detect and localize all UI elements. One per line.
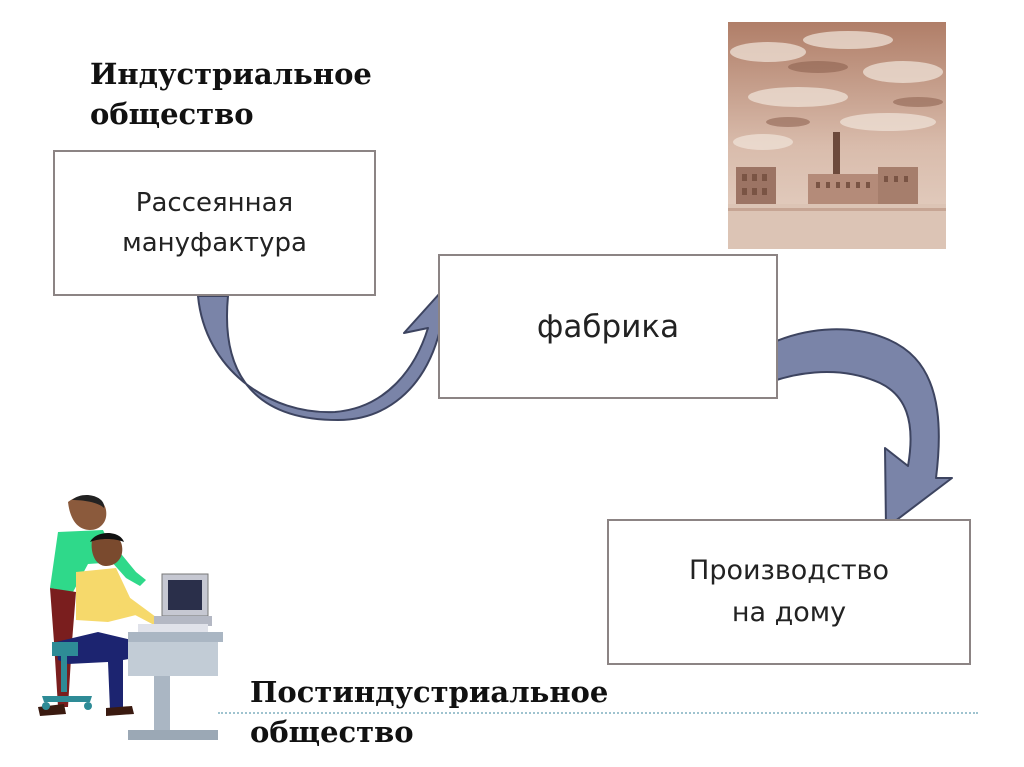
box-factory: фабрика bbox=[438, 254, 778, 399]
heading-industrial-line-2: общество bbox=[90, 97, 254, 132]
factory-label: фабрика bbox=[536, 308, 680, 345]
heading-postindustrial-line-2: общество bbox=[250, 715, 414, 750]
heading-industrial-society: Индустриальное общество bbox=[90, 54, 372, 134]
manufactory-line-1: Рассеянная bbox=[135, 187, 294, 218]
box-scattered-manufactory: Рассеянная мануфактура bbox=[53, 150, 376, 296]
arrow-factory-to-home bbox=[726, 328, 953, 529]
footer-divider bbox=[218, 712, 978, 714]
box-home-production: Производство на дому bbox=[607, 519, 971, 665]
office-workers-clipart bbox=[38, 494, 223, 740]
manufactory-line-2: мануфактура bbox=[122, 228, 307, 258]
factory-photo bbox=[728, 22, 946, 249]
heading-postindustrial-society: Постиндустриальное общество bbox=[250, 672, 608, 752]
home-production-line-1: Производство bbox=[689, 555, 889, 587]
arrow-manufactory-to-factory bbox=[197, 292, 467, 421]
heading-postindustrial-line-1: Постиндустриальное bbox=[250, 675, 609, 709]
home-production-line-2: на дому bbox=[731, 597, 847, 628]
heading-industrial-line-1: Индустриальное bbox=[90, 57, 372, 91]
